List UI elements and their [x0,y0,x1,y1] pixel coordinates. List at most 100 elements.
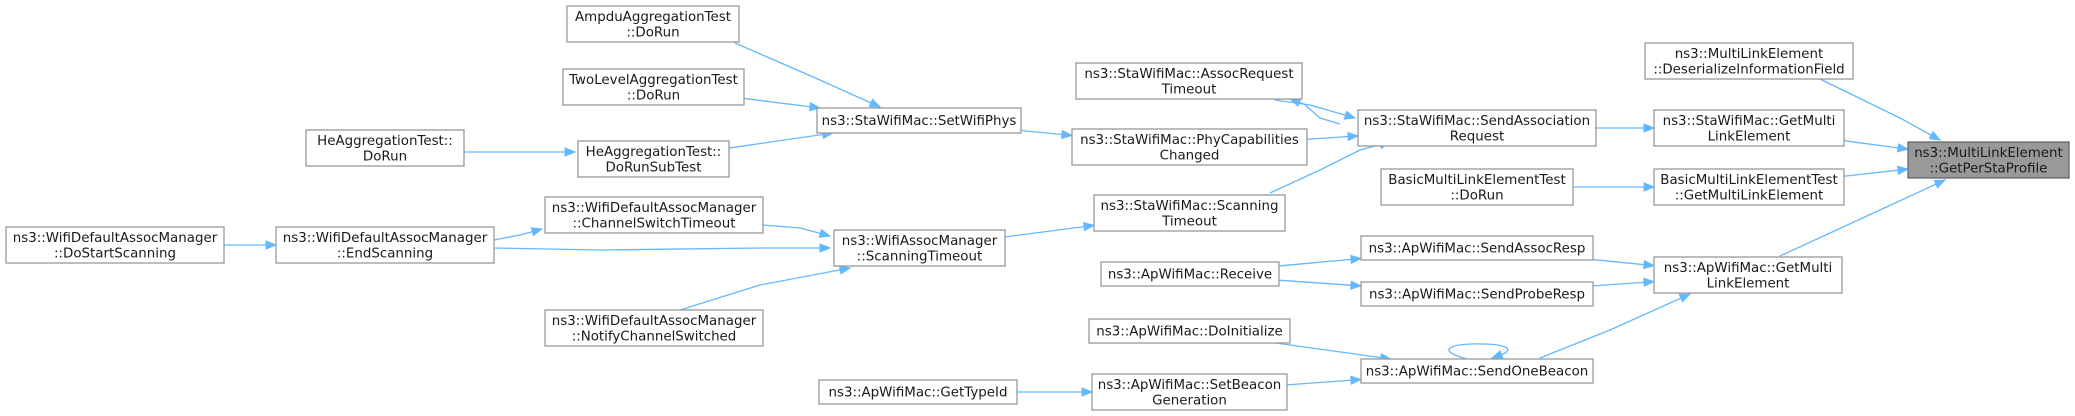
node-staSendAssoc-label-1: Request [1450,129,1504,144]
edge-wdamStartScan-to-wdamEndScan-arrowhead [265,240,278,250]
node-apSetBeacon-box [1091,373,1288,411]
edge-apReceive-to-apProbeResp [1278,279,1363,290]
edge-staSetPhys-to-staPhyCap-arrowhead [1061,129,1074,140]
node-wamScanTO-label-1: ::ScanningTimeout [857,249,982,264]
edge-apOneBeacon-to-apOneBeacon [1448,343,1509,360]
node-apAssocResp-label-0: ns3::ApWifiMac::SendAssocResp [1369,242,1586,257]
edge-apGetTypeId-to-apSetBeacon-arrowhead [1081,387,1094,397]
node-apGetTypeId-label-0: ns3::ApWifiMac::GetTypeId [829,386,1008,401]
node-staGetML-label-1: LinkElement [1708,129,1791,144]
node-root[interactable]: ns3::MultiLinkElement::GetPerStaProfile [1907,141,2070,179]
node-wdamEndScan[interactable]: ns3::WifiDefaultAssocManager::EndScannin… [275,226,495,264]
node-twoLevel[interactable]: TwoLevelAggregationTest::DoRun [562,68,745,106]
node-staSetPhys[interactable]: ns3::StaWifiMac::SetWifiPhys [816,107,1022,134]
edge-bmleRun-to-bmleGet [1573,182,1656,192]
node-wdamChanSwTO[interactable]: ns3::WifiDefaultAssocManager::ChannelSwi… [544,196,764,234]
edge-wdamNotify-to-wamScanTO [679,265,852,311]
node-apOneBeacon[interactable]: ns3::ApWifiMac::SendOneBeacon [1360,358,1594,384]
node-bmleRun[interactable]: BasicMultiLinkElementTest::DoRun [1380,168,1574,206]
node-wdamChanSwTO-label-0: ns3::WifiDefaultAssocManager [552,201,757,216]
node-wdamEndScan-label-0: ns3::WifiDefaultAssocManager [283,231,488,246]
edge-staGetML-to-root-line [1843,140,1909,150]
edge-wdamEndScan-to-wamScanTO [493,243,832,253]
edge-deser-to-root-arrowhead [1928,130,1942,141]
node-apAssocResp[interactable]: ns3::ApWifiMac::SendAssocResp [1360,235,1594,261]
edge-bmleGet-to-root [1843,165,1910,177]
node-deser[interactable]: ns3::MultiLinkElement::DeserializeInform… [1644,42,1854,80]
nodes-layer: ns3::MultiLinkElement::GetPerStaProfilen… [5,5,2070,411]
node-apGetTypeId[interactable]: ns3::ApWifiMac::GetTypeId [818,379,1018,405]
node-heRun-box [305,129,465,167]
node-wdamChanSwTO-box [544,196,764,234]
node-twoLevel-box [562,68,745,106]
node-staPhyCap-label-0: ns3::StaWifiMac::PhyCapabilities [1080,133,1299,148]
node-wdamStartScan-label-1: ::DoStartScanning [54,246,176,261]
node-apGetML-label-0: ns3::ApWifiMac::GetMulti [1664,261,1833,276]
node-wamScanTO[interactable]: ns3::WifiAssocManager::ScanningTimeout [833,229,1006,267]
node-staAssocTO-box [1075,62,1303,100]
node-staAssocTO-label-0: ns3::StaWifiMac::AssocRequest [1084,67,1293,82]
edge-wdamEndScan-to-wamScanTO-arrowhead [819,243,832,253]
node-heRun-label-1: DoRun [363,149,407,164]
node-staScanTO[interactable]: ns3::StaWifiMac::ScanningTimeout [1093,194,1286,232]
edge-staSendAssoc-to-staGetML [1596,123,1656,133]
edge-deser-to-root [1819,78,1942,141]
node-apProbeResp-box [1360,281,1594,307]
edge-heRun-to-heSub-arrowhead [564,147,577,157]
node-bmleGet[interactable]: BasicMultiLinkElementTest::GetMultiLinkE… [1653,168,1845,206]
edge-ampdu-to-staSetPhys-arrowhead [868,98,882,108]
node-root-label-0: ns3::MultiLinkElement [1914,146,2063,161]
node-ampdu[interactable]: AmpduAggregationTest::DoRun [566,5,740,43]
edge-heRun-to-heSub [464,147,577,157]
node-staScanTO-label-1: Timeout [1161,214,1217,229]
node-bmleRun-label-1: ::DoRun [1450,188,1503,203]
node-wamScanTO-label-0: ns3::WifiAssocManager [842,234,998,249]
node-apProbeResp[interactable]: ns3::ApWifiMac::SendProbeResp [1360,281,1594,307]
node-heSub-box [577,140,730,178]
edge-apOneBeacon-to-apGetML [1539,293,1692,359]
node-wdamNotify[interactable]: ns3::WifiDefaultAssocManager::NotifyChan… [544,309,764,347]
edge-staAssocTO-to-staSendAssoc-arrowhead [1343,110,1357,120]
edge-apGetML-to-root-arrowhead [1933,179,1947,189]
node-apOneBeacon-box [1360,358,1594,384]
node-heRun[interactable]: HeAggregationTest::DoRun [305,129,465,167]
edge-apGetML-to-root [1779,179,1947,257]
node-bmleGet-label-1: ::GetMultiLinkElement [1675,188,1823,203]
edge-apReceive-to-apProbeResp-line [1278,279,1362,287]
edge-apProbeResp-to-apGetML-arrowhead [1643,277,1656,288]
edge-apOneBeacon-to-apGetML-line [1539,293,1691,359]
node-ampdu-label-1: ::DoRun [626,25,679,40]
node-wdamNotify-box [544,309,764,347]
edge-staPhyCap-to-staSendAssoc [1306,131,1360,142]
edge-apGetML-to-root-line [1779,179,1946,257]
node-apDoInit[interactable]: ns3::ApWifiMac::DoInitialize [1088,318,1291,344]
edge-wdamEndScan-to-wdamChanSwTO [493,227,544,241]
edge-apReceive-to-apAssocResp [1278,254,1363,267]
edge-bmleGet-to-root-line [1843,168,1909,177]
edge-apAssocResp-to-apGetML [1592,258,1656,270]
node-staGetML[interactable]: ns3::StaWifiMac::GetMultiLinkElement [1653,109,1845,147]
edge-apOneBeacon-to-apOneBeacon-arrowhead [1490,349,1504,359]
node-apSetBeacon-label-0: ns3::ApWifiMac::SetBeacon [1098,378,1282,393]
node-heSub[interactable]: HeAggregationTest::DoRunSubTest [577,140,730,178]
node-apReceive[interactable]: ns3::ApWifiMac::Receive [1100,261,1280,287]
edge-wdamChanSwTO-to-wamScanTO-arrowhead [818,228,832,238]
node-wdamStartScan[interactable]: ns3::WifiDefaultAssocManager::DoStartSca… [5,226,225,264]
node-staSendAssoc-label-0: ns3::StaWifiMac::SendAssociation [1364,114,1590,129]
node-twoLevel-label-0: TwoLevelAggregationTest [568,73,738,88]
node-twoLevel-label-1: ::DoRun [627,88,680,103]
edge-wdamChanSwTO-to-wamScanTO [762,224,832,238]
node-root-label-1: ::GetPerStaProfile [1930,161,2048,176]
node-heRun-label-0: HeAggregationTest:: [317,134,453,149]
node-wdamNotify-label-1: ::NotifyChannelSwitched [572,329,737,344]
edge-apDoInit-to-apOneBeacon-line [1275,342,1391,360]
node-apGetML[interactable]: ns3::ApWifiMac::GetMultiLinkElement [1653,256,1843,294]
edge-staGetML-to-root [1843,140,1910,153]
node-staSetPhys-label-0: ns3::StaWifiMac::SetWifiPhys [822,114,1017,129]
node-apReceive-box [1100,261,1280,287]
node-wdamEndScan-box [275,226,495,264]
